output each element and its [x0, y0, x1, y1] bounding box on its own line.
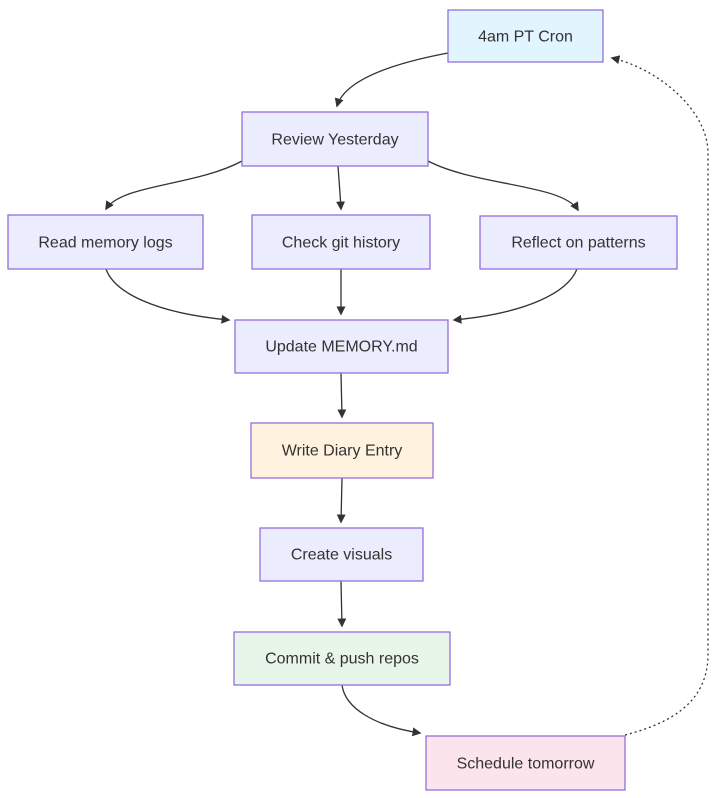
node-schedule-tomorrow-box	[425, 735, 626, 791]
node-write-diary-entry-box	[250, 422, 434, 479]
node-review-yesterday: Review Yesterday	[241, 111, 429, 167]
node-4am-pt-cron-label: 4am PT Cron	[478, 29, 573, 46]
node-write-diary-entry: Write Diary Entry	[250, 422, 434, 479]
node-update-memory-md-label: Update MEMORY.md	[265, 339, 417, 356]
node-4am-pt-cron: 4am PT Cron	[447, 9, 604, 63]
node-commit-push-repos-box	[233, 631, 451, 686]
node-schedule-tomorrow: Schedule tomorrow	[425, 735, 626, 791]
edge-review-to-check-git	[336, 165, 346, 211]
edge-update-memory-to-diary	[337, 372, 347, 419]
node-write-diary-entry-label: Write Diary Entry	[282, 443, 403, 460]
node-schedule-tomorrow-label: Schedule tomorrow	[457, 756, 595, 773]
edge-diary-to-visuals	[336, 477, 346, 524]
node-layer: 4am PT Cron Review Yesterday Read memory…	[7, 9, 678, 791]
node-reflect-on-patterns-label: Reflect on patterns	[511, 235, 645, 252]
node-check-git-history-label: Check git history	[282, 235, 400, 252]
node-check-git-history-box	[251, 214, 431, 270]
node-commit-push-repos-label: Commit & push repos	[265, 651, 419, 668]
node-review-yesterday-box	[241, 111, 429, 167]
edge-cron-to-review	[334, 52, 449, 108]
node-read-memory-logs-box	[7, 214, 204, 270]
node-create-visuals: Create visuals	[259, 527, 424, 582]
edge-layer	[105, 52, 709, 737]
node-reflect-on-patterns: Reflect on patterns	[479, 215, 678, 270]
edge-read-logs-to-update-memory	[105, 268, 231, 324]
node-read-memory-logs-label: Read memory logs	[38, 235, 172, 252]
node-update-memory-md-box	[234, 319, 449, 374]
edge-reflect-to-update-memory	[452, 268, 578, 324]
node-create-visuals-box	[259, 527, 424, 582]
edge-commit-to-schedule	[341, 684, 422, 737]
edge-review-to-read-logs	[105, 160, 243, 211]
edge-schedule-to-cron-dotted	[610, 55, 709, 736]
node-commit-push-repos: Commit & push repos	[233, 631, 451, 686]
node-review-yesterday-label: Review Yesterday	[271, 132, 398, 149]
node-create-visuals-label: Create visuals	[291, 547, 392, 564]
node-4am-pt-cron-box	[447, 9, 604, 63]
edge-review-to-reflect	[427, 160, 579, 212]
node-check-git-history: Check git history	[251, 214, 431, 270]
node-read-memory-logs: Read memory logs	[7, 214, 204, 270]
node-reflect-on-patterns-box	[479, 215, 678, 270]
edge-visuals-to-commit	[337, 580, 347, 628]
node-update-memory-md: Update MEMORY.md	[234, 319, 449, 374]
